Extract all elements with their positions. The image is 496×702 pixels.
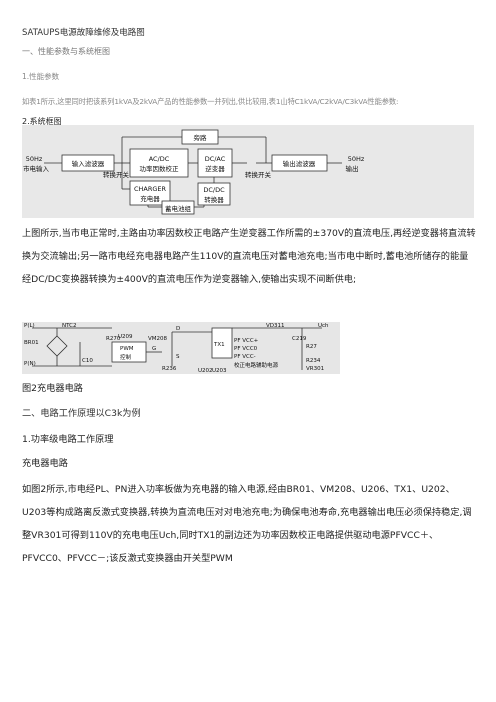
gate-label: G <box>152 346 156 352</box>
u202-label: U202 <box>198 368 213 374</box>
pfc-label: 功率因数校正 <box>140 164 180 173</box>
output-filter-label: 输出滤波器 <box>283 159 316 168</box>
ntc-label: NTC2 <box>62 323 77 329</box>
vd-label: VD311 <box>266 323 285 329</box>
doc-title: SATAUPS电源故障维修及电路图 <box>22 28 145 38</box>
r-top-label: R270 <box>106 336 121 342</box>
paragraph: 如图2所示,市电经PL、PN进入功率板做为充电器的输入电源,经由BR01、VM2… <box>22 484 472 564</box>
tx-label: TX1 <box>213 342 225 348</box>
battery-label: 蓄电池组 <box>165 204 192 213</box>
r27-label: R27 <box>306 344 317 350</box>
section-heading: 一、性能参数与系统框图 <box>22 47 110 56</box>
pf-vcc-minus-label: PF VCC- <box>234 354 256 360</box>
bypass-label: 旁路 <box>194 133 208 142</box>
inverter-label: 逆变器 <box>205 164 225 173</box>
pf-vcc-plus-label: PF VCC+ <box>234 338 259 344</box>
paragraph: 上图所示,当市电正常时,主路由功率因数校正电路产生逆变器工作所需的±370V的直… <box>22 228 476 285</box>
bypass-box <box>181 129 219 145</box>
output-label: 输出 <box>346 164 359 173</box>
section-heading: 二、电路工作原理以C3k为例 <box>22 408 141 419</box>
u-label: U209 <box>118 334 133 340</box>
aux-power-label: 校正电路辅助电源 <box>234 361 279 369</box>
system-block-diagram: 50Hz 市电输入 输入滤波器 转换开关 AC/DC 功率因数校正 DC/AC … <box>22 125 474 218</box>
r-bottom-label: R236 <box>162 366 177 372</box>
input-filter-box <box>61 154 115 172</box>
output-frequency: 50Hz <box>348 155 365 163</box>
pwm-label: PWM <box>120 346 134 352</box>
input-frequency: 50Hz <box>26 155 43 163</box>
charger-label: CHARGER <box>134 185 167 193</box>
drain-label: D <box>176 326 180 332</box>
vr-label: VR301 <box>306 366 324 372</box>
output-filter-box <box>271 154 328 172</box>
transformer-box <box>211 327 233 359</box>
switch-label: 转换开关 <box>245 170 272 179</box>
pl-label: P(L) <box>24 323 35 329</box>
pwm-control-label: 控制 <box>120 353 132 361</box>
dcdc-label: DC/DC <box>203 186 225 194</box>
c-right-label: C219 <box>292 336 307 342</box>
subsection-heading: 1.功率级电路工作原理 <box>22 434 114 445</box>
acdc-label: AC/DC <box>149 155 170 163</box>
dcac-inverter-box <box>197 148 233 178</box>
pf-vcc0-label: PF VCC0 <box>234 346 258 352</box>
switch-label: 转换开关 <box>103 170 130 179</box>
subsection-heading: 2.系统框图 <box>22 117 62 126</box>
battery-box <box>161 200 195 215</box>
figure-caption: 图2充电器电路 <box>22 383 83 394</box>
pn-label: P(N) <box>24 361 36 367</box>
subsection-heading: 充电器电路 <box>22 458 68 469</box>
charger-cn-label: 充电器 <box>140 194 160 203</box>
converter-label: 转换器 <box>204 195 224 204</box>
subsection-heading: 1.性能参数 <box>22 72 60 81</box>
r234-label: R234 <box>306 358 321 364</box>
u203-label: U203 <box>212 368 227 374</box>
input-label: 市电输入 <box>23 164 50 173</box>
source-label: S <box>176 354 180 360</box>
vm-label: VM208 <box>148 336 168 342</box>
paragraph: 如表1所示,这里同时把该系列1kVA及2kVA产品的性能参数一并列出,供比较用,… <box>22 97 399 106</box>
uch-label: Uch <box>318 323 329 329</box>
dcdc-converter-box <box>197 182 231 206</box>
c-label: C10 <box>82 358 93 364</box>
acdc-pfc-box <box>129 148 189 178</box>
charger-circuit-diagram: P(L) NTC2 BR01 P(N) C10 R270 U209 PWM 控制… <box>22 322 340 374</box>
dcac-label: DC/AC <box>205 155 226 163</box>
br-label: BR01 <box>24 340 39 346</box>
input-filter-label: 输入滤波器 <box>72 159 105 168</box>
